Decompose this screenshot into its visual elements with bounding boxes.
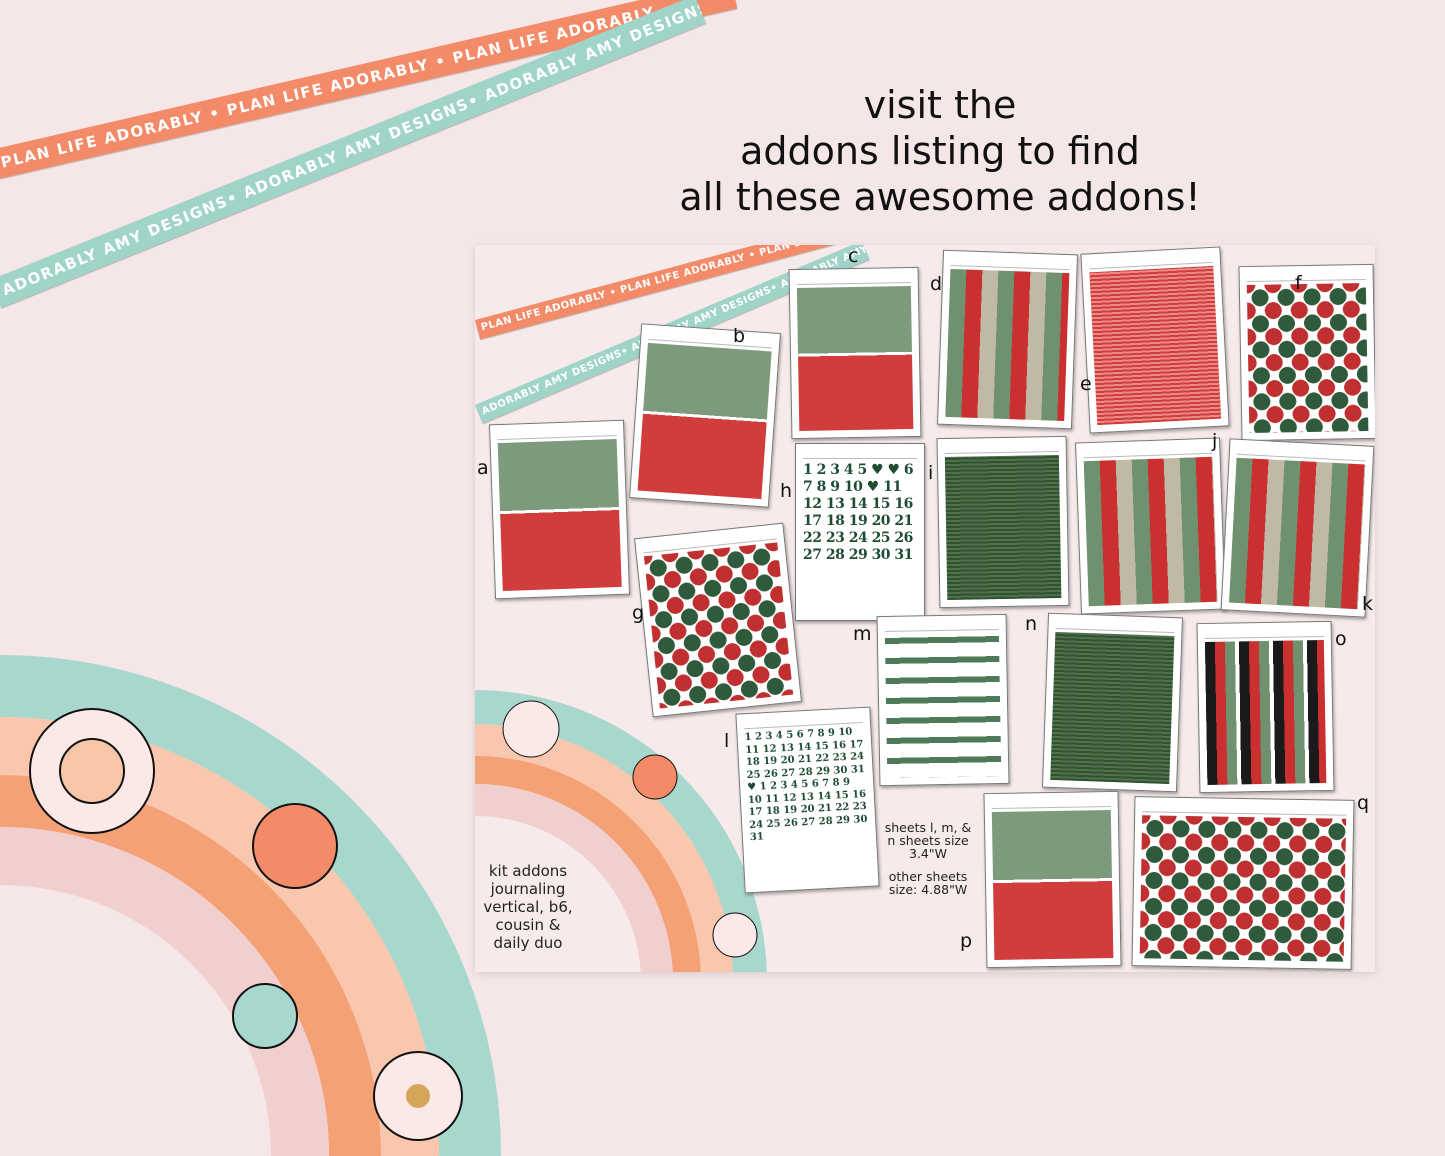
- sheet-c: [788, 266, 922, 440]
- headline-line-1: visit the: [863, 83, 1017, 127]
- sheet-k: [1220, 438, 1375, 618]
- sheet-header: [803, 454, 917, 459]
- sheet-artwork: [796, 286, 914, 431]
- sheet-j: [1075, 437, 1226, 615]
- sheet-artwork: [637, 342, 772, 500]
- sheet-artwork: [944, 455, 1062, 600]
- sheet-artwork: [1083, 456, 1218, 607]
- sheet-artwork: [1050, 631, 1175, 785]
- note-other-sheet-sizes: other sheets size: 4.88"W: [888, 869, 968, 897]
- sheet-label-b: b: [733, 325, 746, 347]
- sheet-label-q: q: [1357, 792, 1370, 814]
- sheet-n: [1041, 612, 1184, 793]
- sheet-label-n: n: [1025, 613, 1038, 635]
- note-small-sheet-sizes: sheets l, m, & n sheets size 3.4"W: [884, 820, 972, 861]
- sheet-header: [1142, 807, 1347, 816]
- sheet-p: [983, 790, 1122, 969]
- sheet-g: [634, 522, 802, 718]
- sheet-artwork: [945, 268, 1070, 422]
- sheet-artwork: [1246, 282, 1369, 434]
- smiley-flower-icon: [29, 708, 155, 834]
- headline: visit the addons listing to find all the…: [640, 82, 1240, 220]
- sheet-label-f: f: [1295, 272, 1302, 294]
- flower-icon: [232, 983, 298, 1049]
- rainbow-illustration: [0, 655, 501, 1156]
- sheet-label-c: c: [848, 245, 859, 267]
- sheet-header: [884, 625, 999, 633]
- sheet-label-j: j: [1212, 430, 1218, 452]
- sheet-header: [991, 801, 1111, 810]
- panel-rainbow: [475, 690, 767, 972]
- kit-addons-note: kit addons journaling vertical, b6, cous…: [483, 862, 573, 952]
- sheet-artwork: [1204, 639, 1327, 786]
- sheet-artwork: 1 2 3 4 5 6 7 8 9 10 11 12 13 14 15 16 1…: [744, 726, 868, 844]
- sheet-header: [1246, 274, 1366, 283]
- sheet-label-d: d: [930, 273, 943, 295]
- sheet-artwork: 1 2 3 4 5 ♥ ♥ 6 7 8 9 10 ♥ 11 12 13 14 1…: [803, 462, 914, 563]
- sheet-artwork: [1139, 815, 1347, 962]
- sheet-label-g: g: [632, 602, 645, 624]
- addons-preview-panel: PLAN LIFE ADORABLY • PLAN LIFE ADORABLY …: [475, 245, 1375, 972]
- sheet-label-k: k: [1362, 593, 1374, 615]
- sheet-h: 1 2 3 4 5 ♥ ♥ 6 7 8 9 10 ♥ 11 12 13 14 1…: [795, 443, 925, 621]
- sheet-artwork: [643, 542, 794, 709]
- sheet-l: 1 2 3 4 5 6 7 8 9 10 11 12 13 14 15 16 1…: [735, 706, 880, 894]
- sheet-label-m: m: [853, 623, 872, 645]
- sheet-label-e: e: [1080, 373, 1092, 395]
- sheet-artwork: [991, 809, 1114, 961]
- headline-line-2: addons listing to find: [740, 129, 1140, 173]
- sheet-artwork: [497, 438, 622, 592]
- sheet-artwork: [884, 633, 1002, 778]
- sheet-label-o: o: [1335, 628, 1347, 650]
- sheet-label-l: l: [724, 730, 730, 752]
- sheet-artwork: [1229, 457, 1366, 610]
- sheet-header: [1204, 631, 1324, 640]
- sheet-header: [796, 278, 911, 286]
- sheet-label-p: p: [960, 930, 973, 952]
- sheet-label-h: h: [780, 480, 793, 502]
- headline-line-3: all these awesome addons!: [679, 175, 1201, 219]
- sheet-a: [488, 419, 631, 600]
- flower-icon: [252, 803, 338, 889]
- sheet-header: [944, 447, 1059, 455]
- sheet-d: [936, 249, 1079, 430]
- sheet-m: [876, 613, 1010, 787]
- sheet-q: [1131, 796, 1355, 970]
- sheet-label-a: a: [477, 457, 489, 479]
- sheet-e: [1080, 246, 1230, 434]
- sheet-label-i: i: [928, 462, 934, 484]
- sheet-artwork: [1089, 265, 1222, 426]
- sheet-o: [1196, 620, 1335, 794]
- sheet-f: [1238, 263, 1375, 442]
- sheet-b: [629, 323, 781, 508]
- sheet-i: [936, 435, 1070, 609]
